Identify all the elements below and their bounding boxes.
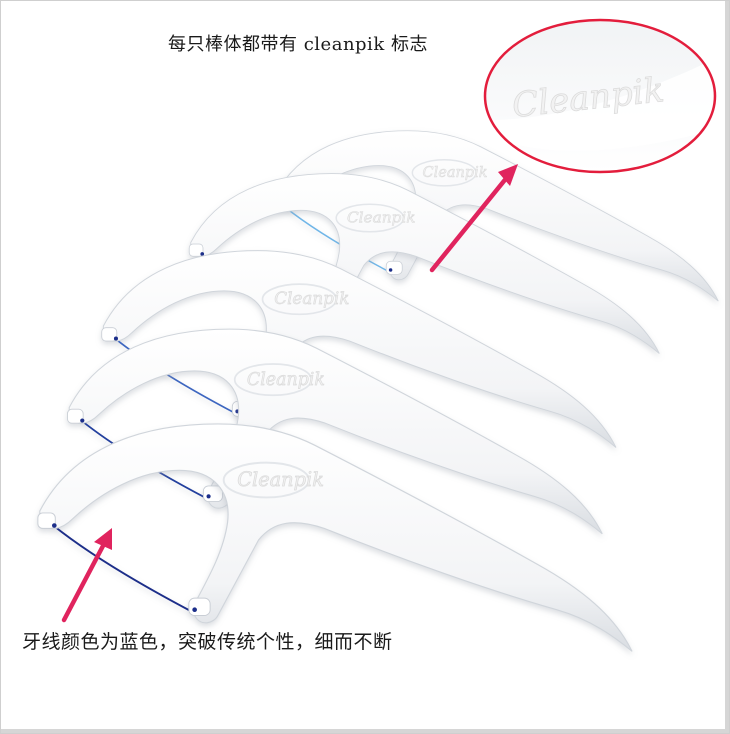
callout-ellipse-icon: Cleanpik: [483, 18, 717, 174]
arrow-icon: [61, 528, 112, 623]
floss-pick-1: [36, 422, 634, 653]
arrow-icon: [429, 164, 518, 273]
floss-caption: 牙线颜色为蓝色，突破传统个性，细而不断: [22, 631, 393, 653]
logo-caption: 每只棒体都带有 cleanpik 标志: [168, 34, 428, 55]
